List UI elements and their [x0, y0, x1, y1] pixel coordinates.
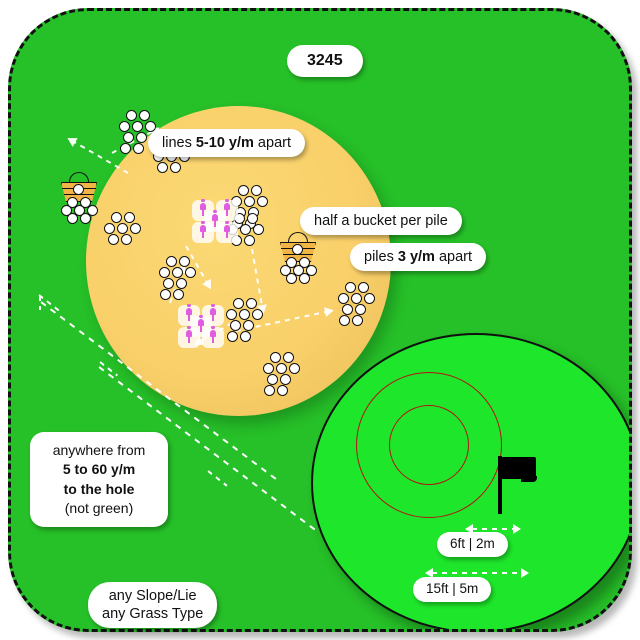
- practice-sand-area: [86, 106, 391, 416]
- lines-label-prefix: lines: [162, 135, 196, 151]
- range-box-line-3: to the hole: [63, 480, 135, 497]
- ball-bucket-icon: [277, 228, 319, 284]
- arrowhead-left-icon: [465, 524, 473, 534]
- measurement-arrow-15ft: [425, 568, 529, 578]
- arrowhead-left-icon: [425, 568, 433, 578]
- piles-label-value: 3 y/m: [397, 249, 435, 265]
- distance-guide-tick-right: [207, 470, 228, 487]
- ball-pile: [118, 110, 162, 156]
- ball-pile: [158, 256, 202, 302]
- golfer-icon: [212, 209, 218, 227]
- golfer-icon: [198, 314, 204, 332]
- ball-pile: [225, 298, 269, 344]
- piles-spacing-label: piles 3 y/m apart: [350, 243, 487, 272]
- lines-spacing-label: lines 5-10 y/m apart: [148, 129, 305, 158]
- ball-pile: [337, 282, 381, 328]
- golfer-icon: [210, 303, 216, 321]
- ball-bucket-icon: [58, 168, 100, 224]
- golfer-icon: [224, 198, 230, 216]
- arrowhead-right-icon: [513, 524, 521, 534]
- piles-label-suffix: apart: [434, 249, 473, 265]
- conditions-line-1: any Slope/Lie: [108, 588, 197, 604]
- distance-15ft-text: 15ft | 5m: [426, 581, 479, 596]
- conditions-box: any Slope/Lie any Grass Type: [88, 582, 218, 629]
- bucket-handle-icon: [69, 172, 89, 184]
- flag-pole-icon: [498, 456, 502, 514]
- distance-ring-6ft: [389, 405, 469, 485]
- arrowhead-right-icon: [521, 568, 529, 578]
- golfer-icon: [200, 220, 206, 238]
- golfer-icon: [200, 198, 206, 216]
- range-box-line-4: (not green): [64, 499, 134, 516]
- bucket-per-pile-label: half a bucket per pile: [300, 207, 462, 236]
- range-box-line-1: anywhere from: [52, 442, 146, 458]
- lines-label-suffix: apart: [253, 135, 291, 151]
- distance-6ft-text: 6ft | 2m: [450, 536, 495, 551]
- golfer-icon: [210, 325, 216, 343]
- flag-icon: [502, 457, 537, 482]
- distance-label-6ft: 6ft | 2m: [437, 532, 508, 557]
- golfer-group: [178, 303, 226, 349]
- course-boundary-area: [8, 8, 632, 632]
- golfer-group: [192, 198, 240, 244]
- distance-label-15ft: 15ft | 5m: [413, 577, 492, 602]
- golfer-icon: [186, 303, 192, 321]
- drill-number-text: 3245: [307, 52, 343, 69]
- drill-number-label: 3245: [287, 45, 363, 77]
- bucket-per-pile-text: half a bucket per pile: [314, 213, 448, 229]
- bucket-handle-icon: [288, 232, 308, 244]
- conditions-line-2: any Grass Type: [102, 606, 204, 623]
- piles-label-prefix: piles: [364, 249, 398, 265]
- golfer-icon: [186, 325, 192, 343]
- range-distance-box: anywhere from 5 to 60 y/m to the hole (n…: [30, 432, 168, 528]
- range-box-line-2: 5 to 60 y/m: [62, 461, 136, 478]
- distance-ring-15ft: [356, 372, 502, 518]
- measurement-arrow-6ft: [465, 524, 521, 534]
- lines-label-value: 5-10 y/m: [195, 135, 254, 151]
- golfer-icon: [224, 220, 230, 238]
- ball-pile: [262, 352, 306, 398]
- ball-pile: [103, 212, 147, 258]
